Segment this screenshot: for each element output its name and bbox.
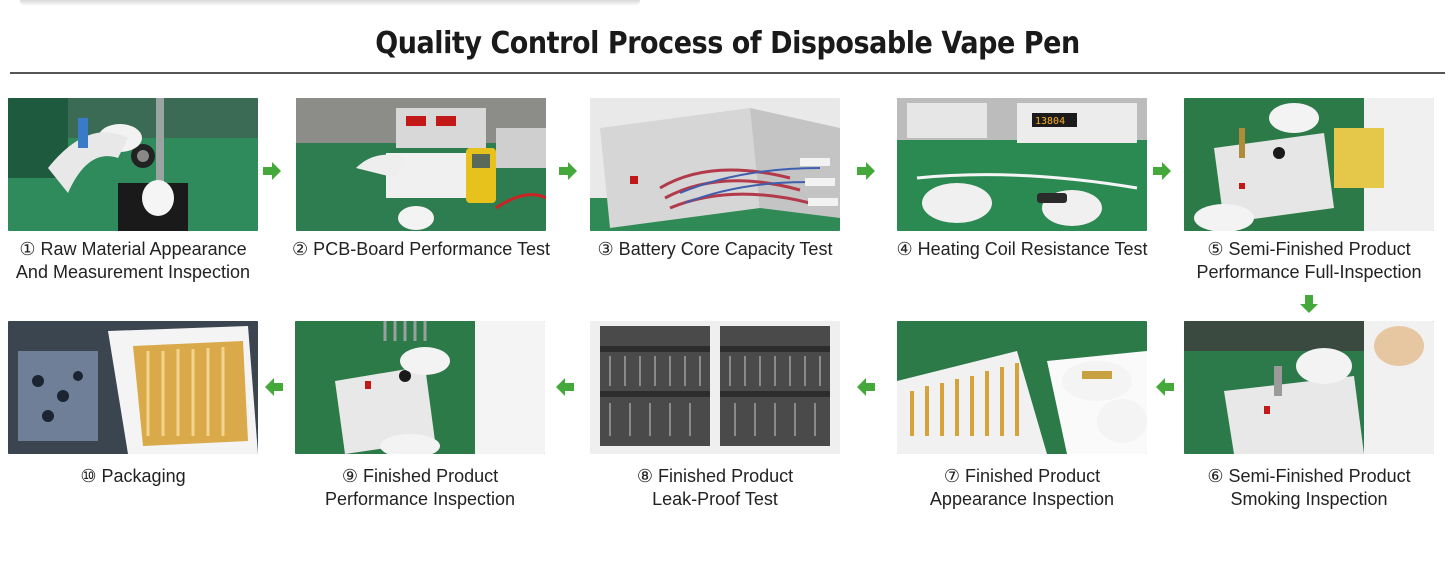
- step-8-photo: [590, 321, 840, 454]
- step-4-caption: ④ Heating Coil Resistance Test: [857, 238, 1187, 261]
- step-6-caption-line1: ⑥ Semi-Finished Product: [1207, 466, 1411, 486]
- step-1-caption-line1: ① Raw Material Appearance: [19, 239, 247, 259]
- step-1-raw-material-inspection: ① Raw Material Appearance And Measuremen…: [8, 98, 258, 282]
- step-9-finished-performance: ⑨ Finished Product Performance Inspectio…: [295, 321, 545, 509]
- step-3-caption-line1: ③ Battery Core Capacity Test: [597, 239, 833, 259]
- arrow-right-icon: [1151, 160, 1173, 182]
- step-7-caption-line1: ⑦ Finished Product: [943, 466, 1101, 486]
- step-8-caption: ⑧ Finished Product Leak-Proof Test: [550, 465, 880, 511]
- arrow-left-icon: [263, 376, 285, 398]
- step-8-leak-proof-test: ⑧ Finished Product Leak-Proof Test: [590, 321, 840, 509]
- step-5-caption-line1: ⑤ Semi-Finished Product: [1207, 239, 1411, 259]
- step-7-finished-appearance: ⑦ Finished Product Appearance Inspection: [897, 321, 1147, 509]
- arrow-left-icon: [1154, 376, 1176, 398]
- step-9-caption-line1: ⑨ Finished Product: [341, 466, 499, 486]
- arrow-right-icon: [855, 160, 877, 182]
- step-9-caption-line2: Performance Inspection: [324, 489, 516, 509]
- step-3-battery-capacity-test: ③ Battery Core Capacity Test: [590, 98, 840, 259]
- step-6-caption-line2: Smoking Inspection: [1230, 489, 1388, 509]
- arrow-right-icon: [557, 160, 579, 182]
- step-1-photo: [8, 98, 258, 231]
- step-1-caption-line2: And Measurement Inspection: [15, 262, 251, 282]
- arrow-right-icon: [261, 160, 283, 182]
- step-2-pcb-board-test: ② PCB-Board Performance Test: [292, 98, 550, 259]
- step-7-photo: [897, 321, 1147, 454]
- step-5-caption-line2: Performance Full-Inspection: [1196, 262, 1422, 282]
- step-4-caption-line1: ④ Heating Coil Resistance Test: [896, 239, 1148, 259]
- page-title: Quality Control Process of Disposable Va…: [375, 26, 1080, 61]
- step-9-caption: ⑨ Finished Product Performance Inspectio…: [255, 465, 585, 511]
- step-6-caption: ⑥ Semi-Finished Product Smoking Inspecti…: [1144, 465, 1455, 511]
- top-shadow-decoration: [20, 0, 640, 6]
- step-4-heating-coil-test: 13804 ④ Heating Coil Resistance Test: [897, 98, 1147, 259]
- step-8-caption-line1: ⑧ Finished Product: [636, 466, 794, 486]
- step-10-packaging: ⑩ Packaging: [8, 321, 258, 486]
- step-5-caption: ⑤ Semi-Finished Product Performance Full…: [1144, 238, 1455, 284]
- step-10-caption-line1: ⑩ Packaging: [80, 466, 186, 486]
- step-6-photo: [1184, 321, 1434, 454]
- step-3-caption: ③ Battery Core Capacity Test: [550, 238, 880, 261]
- step-6-semi-finished-smoking: ⑥ Semi-Finished Product Smoking Inspecti…: [1184, 321, 1434, 509]
- arrow-left-icon: [554, 376, 576, 398]
- step-9-photo: [295, 321, 545, 454]
- title-divider: [10, 72, 1445, 74]
- arrow-left-icon: [855, 376, 877, 398]
- step-5-semi-finished-performance: ⑤ Semi-Finished Product Performance Full…: [1184, 98, 1434, 282]
- step-2-caption-line1: ② PCB-Board Performance Test: [292, 239, 550, 259]
- step-8-caption-line2: Leak-Proof Test: [652, 489, 778, 509]
- step-3-photo: [590, 98, 840, 231]
- step-4-photo: 13804: [897, 98, 1147, 231]
- step-7-caption-line2: Appearance Inspection: [929, 489, 1115, 509]
- step-1-caption: ① Raw Material Appearance And Measuremen…: [0, 238, 298, 284]
- step-7-caption: ⑦ Finished Product Appearance Inspection: [857, 465, 1187, 511]
- step-5-photo: [1184, 98, 1434, 231]
- step-10-caption: ⑩ Packaging: [0, 465, 298, 488]
- step-10-photo: [8, 321, 258, 454]
- svg-text:13804: 13804: [1035, 116, 1065, 127]
- arrow-down-icon: [1298, 293, 1320, 315]
- step-2-caption: ② PCB-Board Performance Test: [256, 238, 586, 261]
- step-2-photo: [296, 98, 546, 231]
